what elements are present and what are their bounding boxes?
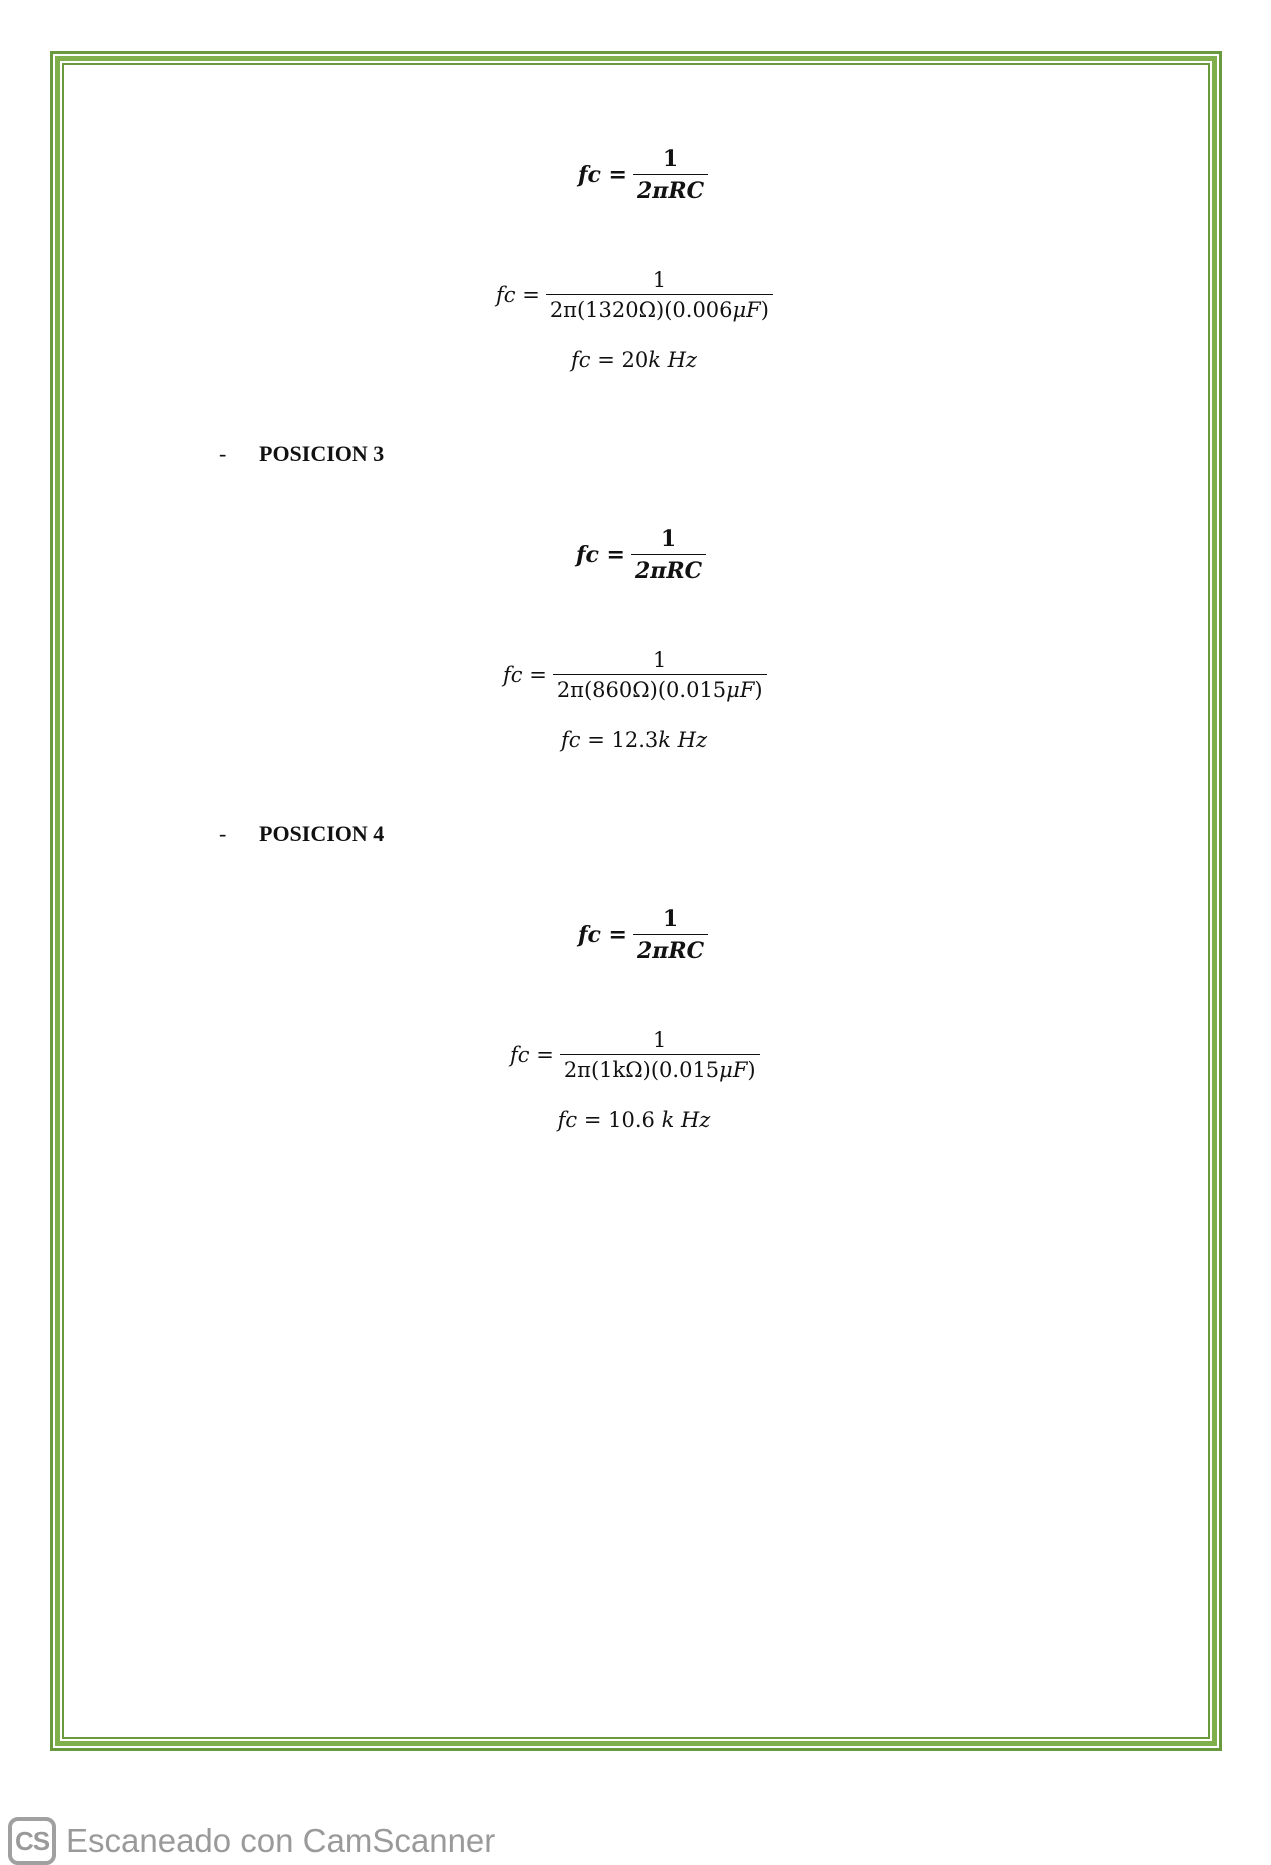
camscanner-logo-icon: CS [8, 1817, 56, 1865]
substituted-formula: fc = 1 2π(1320Ω)(0.006μF) [496, 268, 773, 322]
page-border [50, 51, 1222, 1751]
result-unit: k Hz [661, 1108, 711, 1132]
result-value: 12.3 [611, 728, 659, 752]
denominator: 2πRC [634, 558, 703, 584]
formula-lhs: fc = [503, 663, 547, 687]
fraction: 1 2π(1kΩ)(0.015μF) [559, 1028, 760, 1082]
general-formula: fc = 1 2πRC [578, 146, 709, 204]
section-heading-posicion-3: -POSICION 3 [219, 441, 385, 466]
denominator: 2π(860Ω)(0.015μF) [556, 678, 763, 702]
formula-lhs: fc = [510, 1043, 554, 1067]
result-unit: k Hz [658, 728, 708, 752]
fraction: 1 2π(860Ω)(0.015μF) [552, 648, 767, 702]
numerator: 1 [559, 1028, 760, 1055]
section-heading-posicion-4: -POSICION 4 [219, 821, 385, 846]
watermark-text: Escaneado con CamScanner [66, 1822, 496, 1859]
denominator: 2π(1320Ω)(0.006μF) [549, 298, 769, 322]
result-value: 20 [621, 348, 649, 372]
formula-lhs: fc = [578, 162, 627, 188]
numerator: 1 [630, 526, 707, 555]
denominator: 2πRC [636, 178, 705, 204]
page-border-middle-line [55, 56, 1217, 1746]
fraction: 1 2π(1320Ω)(0.006μF) [545, 268, 773, 322]
numerator: 1 [545, 268, 773, 295]
numerator: 1 [632, 906, 709, 935]
section-title: POSICION 4 [259, 821, 385, 846]
numerator: 1 [632, 146, 709, 175]
fraction: 1 2πRC [632, 146, 709, 204]
result-formula: fc = 20k Hz [571, 348, 697, 372]
substituted-formula: fc = 1 2π(860Ω)(0.015μF) [503, 648, 767, 702]
result-unit: k Hz [648, 348, 697, 372]
fraction: 1 2πRC [630, 526, 707, 584]
general-formula: fc = 1 2πRC [576, 526, 707, 584]
numerator: 1 [552, 648, 767, 675]
camscanner-watermark: CS Escaneado con CamScanner [8, 1817, 495, 1865]
substituted-formula: fc = 1 2π(1kΩ)(0.015μF) [510, 1028, 760, 1082]
result-formula: fc = 10.6 k Hz [557, 1108, 711, 1132]
formula-lhs: fc = [496, 283, 540, 307]
general-formula: fc = 1 2πRC [578, 906, 709, 964]
section-title: POSICION 3 [259, 441, 385, 466]
page-border-inner-line [62, 63, 1210, 1739]
formula-lhs: fc = [578, 922, 627, 948]
fraction: 1 2πRC [632, 906, 709, 964]
denominator: 2πRC [636, 938, 705, 964]
denominator: 2π(1kΩ)(0.015μF) [563, 1058, 756, 1082]
formula-lhs: fc = [576, 542, 625, 568]
result-formula: fc = 12.3k Hz [560, 728, 708, 752]
result-value: 10.6 [608, 1108, 662, 1132]
